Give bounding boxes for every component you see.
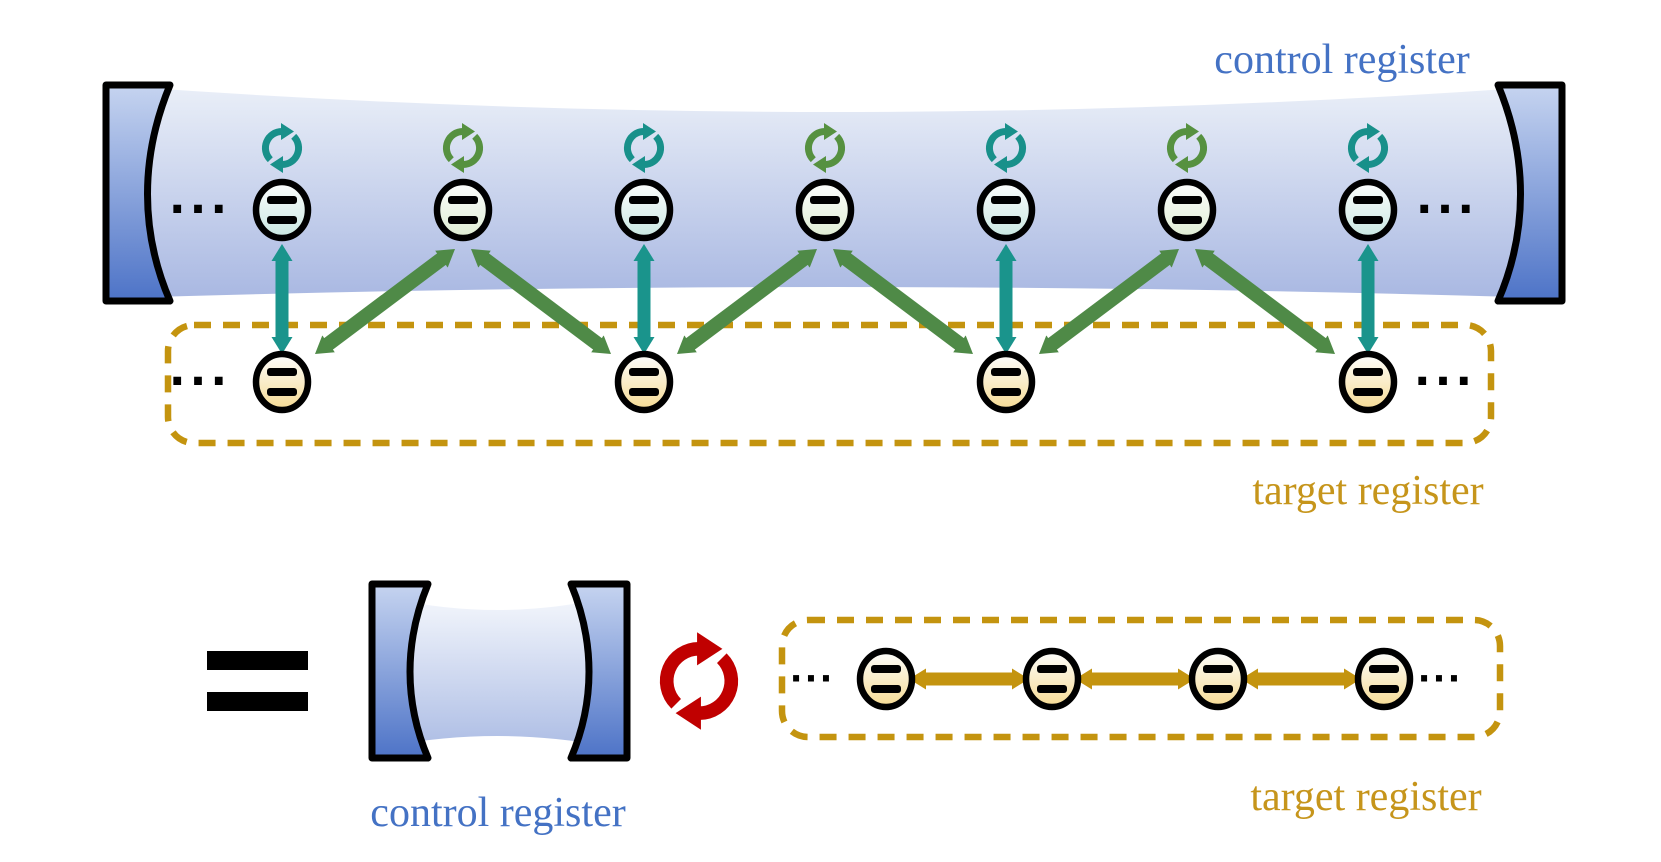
target-atom bbox=[1188, 647, 1248, 711]
red-rotation-icon bbox=[667, 632, 732, 730]
exchange-coupling-arrow bbox=[471, 249, 611, 354]
ellipsis: ··· bbox=[169, 356, 231, 407]
target-register-label: target register bbox=[1250, 774, 1481, 820]
control-register-label: control register bbox=[370, 790, 625, 836]
control-atom bbox=[795, 178, 855, 242]
target-atom bbox=[856, 647, 916, 711]
small-cavity-mode-beam bbox=[390, 598, 605, 746]
target-register-box bbox=[778, 616, 1504, 741]
target-atom bbox=[1022, 647, 1082, 711]
ellipsis: ··· bbox=[169, 184, 231, 235]
ellipsis: ··· bbox=[1414, 356, 1476, 407]
left-cavity-mirror bbox=[102, 81, 174, 305]
control-atom bbox=[1157, 178, 1217, 242]
control-atom bbox=[976, 178, 1036, 242]
exchange-coupling-arrow bbox=[1039, 249, 1179, 354]
exchange-coupling-arrow bbox=[1195, 249, 1335, 354]
target-atom bbox=[252, 350, 312, 414]
control-atom bbox=[614, 178, 674, 242]
right-cavity-mirror bbox=[1494, 81, 1566, 305]
small-left-cavity-mirror bbox=[368, 580, 432, 762]
target-atom bbox=[976, 350, 1036, 414]
control-atom bbox=[433, 178, 493, 242]
target-atom bbox=[1338, 350, 1398, 414]
exchange-coupling-arrow bbox=[833, 249, 973, 354]
target-atom bbox=[614, 350, 674, 414]
ellipsis: ··· bbox=[1418, 659, 1463, 699]
control-atom bbox=[252, 178, 312, 242]
target-register-box bbox=[164, 321, 1495, 447]
equals-sign: = bbox=[207, 651, 308, 711]
control-atom bbox=[1338, 178, 1398, 242]
exchange-coupling-arrow bbox=[677, 249, 817, 354]
exchange-coupling-arrow bbox=[315, 249, 455, 354]
ellipsis: ··· bbox=[790, 659, 835, 699]
target-atom bbox=[1354, 647, 1414, 711]
target-register-label: target register bbox=[1252, 468, 1483, 514]
small-right-cavity-mirror bbox=[567, 580, 631, 762]
control-register-label: control register bbox=[1214, 37, 1469, 83]
ellipsis: ··· bbox=[1416, 184, 1478, 235]
